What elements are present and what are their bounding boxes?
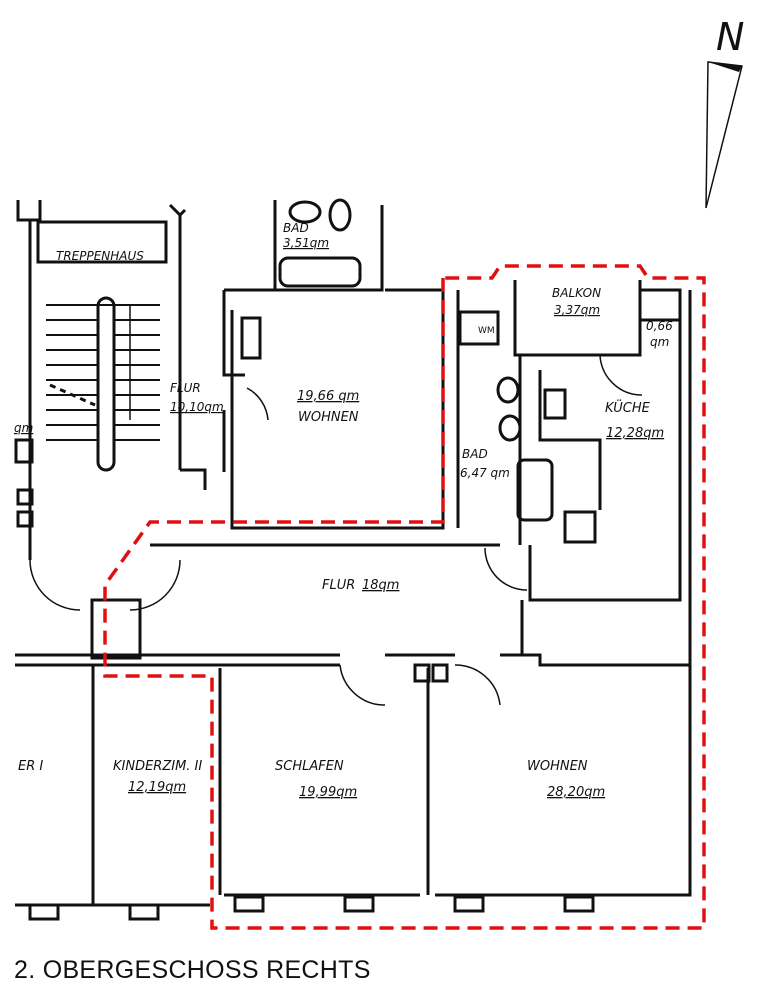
wohnen-big-area: 28,20qm [547,785,605,800]
kueche-name: KÜCHE [605,399,651,416]
bad-main-area: 6,47 qm [460,466,510,480]
left-partial-area: qm [14,421,33,435]
north-arrow-shape [705,61,743,209]
north-arrow-tip [708,62,742,72]
north-arrow: N [705,15,744,209]
wohnen-top-name: WOHNEN [298,410,359,425]
floor-caption: 2. OBERGESCHOSS RECHTS [14,956,371,984]
unit-outline [103,264,706,930]
kueche-area: 12,28qm [606,426,664,441]
flur-main-name: FLUR [322,578,355,593]
schlafen-area: 19,99qm [299,785,357,800]
balkon-area: 3,37qm [554,303,600,317]
flur-left-area: 10,10qm [170,400,224,414]
treppenhaus-label: TREPPENHAUS [56,249,144,263]
wohnen-top-area: 19,66 qm [297,389,359,404]
room-labels: TREPPENHAUS BAD 3,51qm FLUR 10,10qm 19,6… [14,221,673,800]
north-letter: N [716,15,744,59]
flur-left-name: FLUR [170,381,201,395]
kinderzimmer-name: KINDERZIM. II [113,759,202,774]
zimmer-left-name: ER I [18,759,43,774]
wohnen-big-name: WOHNEN [527,759,588,774]
abstell-area-top: 0,66 [646,319,673,333]
flur-main-area: 18qm [362,578,399,593]
kinderzimmer-area: 12,19qm [128,780,186,795]
abstell-area-bottom: qm [650,335,669,349]
walls [14,198,692,921]
bad-main-name: BAD [462,447,488,461]
wm-label: WM [478,326,495,336]
bad-top-area: 3,51qm [283,236,329,250]
bad-top-name: BAD [283,221,309,235]
balkon-name: BALKON [552,286,601,300]
schlafen-name: SCHLAFEN [275,759,344,774]
